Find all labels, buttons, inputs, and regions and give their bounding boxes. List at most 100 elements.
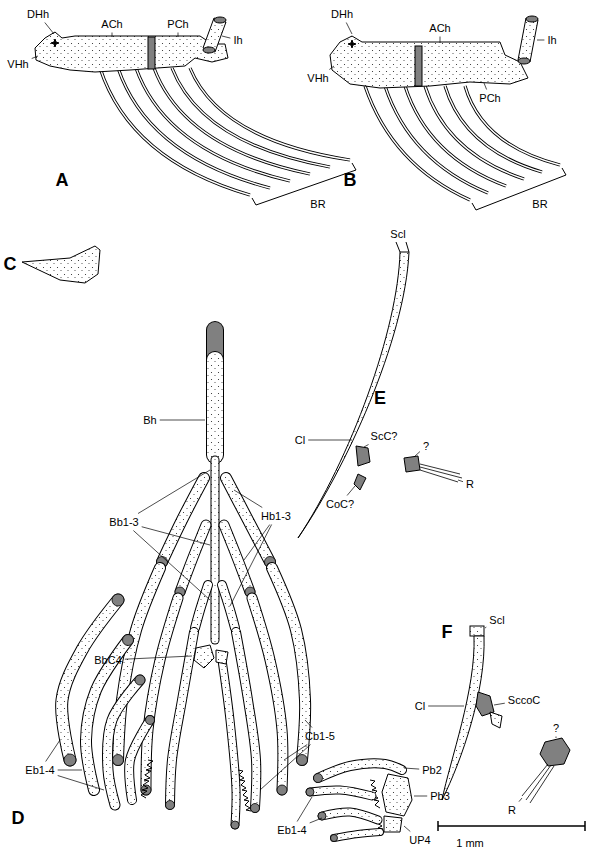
basibranchial-cartilage (194, 645, 214, 668)
drawing-part (148, 37, 155, 69)
ray-outline (445, 86, 542, 172)
bone-outline (222, 585, 235, 628)
leader-line (440, 37, 441, 44)
part-label: SccoC (508, 695, 540, 706)
part-label: R (466, 479, 474, 490)
bone-body (222, 660, 236, 825)
bone-outline (334, 832, 380, 838)
drawing-part (420, 464, 462, 482)
ray-core (465, 86, 560, 165)
bone-body (207, 360, 223, 455)
pectoral-girdle-f (442, 626, 570, 803)
drawing-part (298, 252, 409, 538)
part-label: ACh (429, 23, 450, 34)
leader-line (178, 33, 179, 38)
part-label: Pb3 (430, 791, 450, 802)
bone-outline (180, 525, 206, 592)
upper-pharyngeal-toothplate (384, 816, 402, 832)
cartilage-cap (306, 788, 314, 796)
hyoid-bar-b (330, 16, 566, 210)
cartilage-cap (123, 635, 134, 646)
part-label: VHh (307, 73, 328, 84)
leader-line (230, 525, 272, 607)
drawing-part (22, 246, 100, 283)
leader-line (414, 796, 427, 797)
panel-letter: C (4, 255, 17, 273)
drawing-part (437, 821, 439, 831)
leader-line (305, 720, 312, 728)
leader-line (404, 768, 419, 769)
bone-body (222, 585, 235, 628)
drawing-part (51, 39, 59, 47)
bone-outline (211, 460, 220, 640)
gill-arch-bones (62, 330, 308, 829)
cartilage-cap (113, 755, 124, 766)
bone-body (170, 632, 194, 805)
bone-outline (310, 790, 372, 796)
leader-line (222, 36, 230, 38)
drawing-part (490, 712, 502, 728)
part-label: Pb2 (422, 765, 442, 776)
part-label: CoC? (326, 499, 354, 510)
leader-line (297, 797, 312, 822)
ray-outline (425, 86, 524, 179)
drawing-part (203, 18, 226, 52)
branchiostegal-rays (100, 68, 560, 200)
part-label: Cl (415, 701, 425, 712)
drawing-part (214, 17, 226, 23)
part-label: PCh (167, 19, 188, 30)
drawing-part (540, 738, 570, 766)
part-label: Ih (547, 35, 556, 46)
bone-outline (224, 525, 250, 592)
ray-core (425, 86, 524, 179)
ray-outline (190, 68, 350, 160)
pectoral-girdle-e (298, 242, 462, 538)
part-label: Eb1-4 (277, 825, 306, 836)
leader-line (404, 826, 410, 832)
bone-body (322, 812, 378, 820)
part-label: BbC4 (94, 655, 122, 666)
part-label: PCh (479, 93, 500, 104)
part-label: BR (310, 199, 325, 210)
drawing-part (252, 163, 356, 205)
drawing-part (442, 636, 484, 800)
scale-bar (438, 821, 585, 831)
leader-line (58, 776, 104, 790)
drawing-part (415, 46, 422, 86)
panel-letter: F (442, 623, 453, 641)
leader-line (138, 470, 210, 514)
leader-line (428, 706, 464, 707)
panel-letter: A (56, 171, 69, 189)
bone-body (224, 525, 250, 592)
cartilage-cap (314, 774, 323, 783)
leader-line (142, 527, 210, 545)
leader-line (32, 56, 38, 59)
leader-line (260, 745, 311, 791)
bone-outline (195, 585, 208, 628)
bone-fragment-c (22, 246, 100, 283)
leader-line (160, 420, 205, 421)
bone-body (195, 585, 208, 628)
part-label: ACh (101, 19, 122, 30)
leader-line (364, 445, 369, 448)
cartilage-cap (331, 835, 338, 842)
part-label: Cl (295, 435, 305, 446)
part-label: 1 mm (456, 838, 484, 849)
drawing-part (203, 47, 215, 53)
part-label: DHh (27, 9, 49, 20)
part-label: Scl (390, 229, 405, 240)
drawing-part (35, 32, 228, 72)
bone-body (334, 832, 380, 838)
cartilage-cap (297, 755, 308, 766)
drawing-part (356, 446, 370, 466)
leader-line (494, 703, 505, 705)
drawing-part (470, 626, 484, 636)
part-label: Bb1-3 (109, 517, 138, 528)
leader-line (310, 818, 322, 823)
bone-outline (170, 632, 194, 805)
leader-line (484, 83, 487, 90)
pharyngeal-teeth (141, 760, 153, 798)
leader-line (329, 66, 334, 70)
